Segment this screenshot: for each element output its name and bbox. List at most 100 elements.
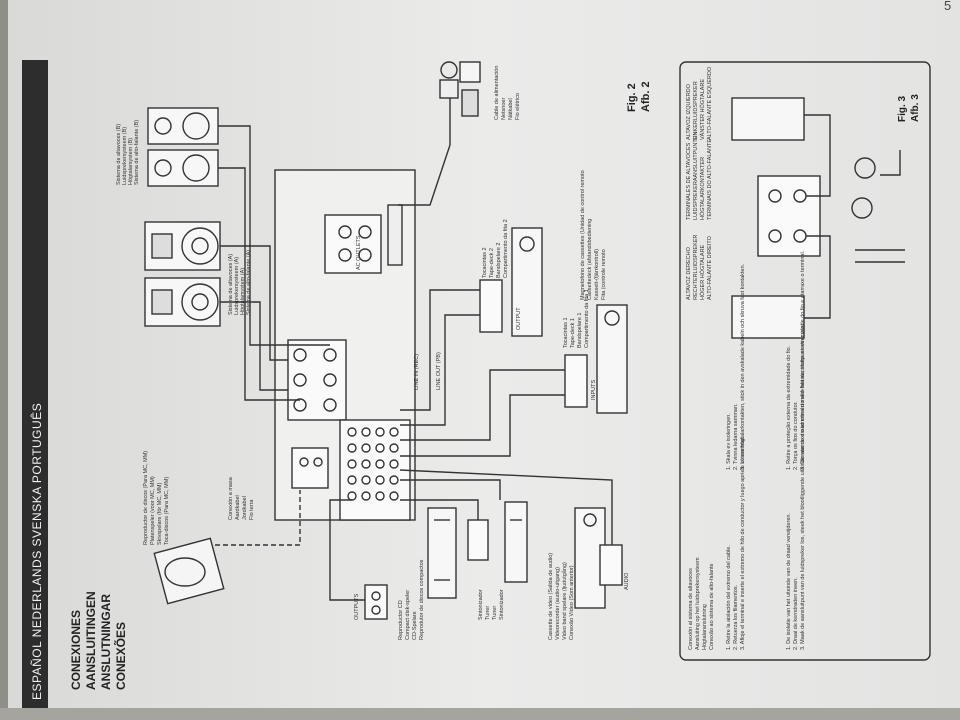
fig3-right-spk-3: ALTO-FALANTE DIREITO xyxy=(707,235,713,300)
tape-deck-1 xyxy=(400,304,628,457)
language-bar xyxy=(22,60,48,708)
figure-3-box xyxy=(679,61,931,661)
label-video-3: Conexão Vídeo (Som anterior) xyxy=(569,565,575,640)
paper-sheet xyxy=(8,0,960,708)
label-power-3: Fio elétrico xyxy=(515,93,521,120)
label-ac-outlets: AC OUTLETS xyxy=(356,235,362,270)
fig3-left-spk-1: LINKERLUIDSPREKER xyxy=(693,81,699,140)
label-tape1-0: Tocacintas 1 xyxy=(563,317,569,348)
label-tuner-2: Tuner xyxy=(492,606,498,620)
label-line-in-rec: LINE IN (REC) xyxy=(414,354,420,390)
label-cd-1: Compact disk-speler xyxy=(405,590,411,640)
fig3-col4-2: 3. Desatarraxe o terminal do alto-falant… xyxy=(800,250,806,470)
fig3-right-spk-2: HÖGER HÖGTALARE xyxy=(699,244,706,300)
label-video-1: Videorecorder (audio-uitgang) xyxy=(555,567,561,640)
input-jack-panel xyxy=(339,419,411,521)
label-turntable-2: Skivspelare (för MC, MM) xyxy=(157,482,163,545)
label-power-2: Nätkabel xyxy=(508,98,514,120)
fig3-col2-0: 1. De isolatie van het uiteinde van de d… xyxy=(786,513,792,650)
label-tape2-2: Bandspelare 2 xyxy=(496,243,502,278)
label-ground-0: Conexión a masa xyxy=(228,476,234,520)
fig3-texts: Conexión al sistema de altavoces Aanslui… xyxy=(686,66,806,650)
label-tape1-3: Compartimento da fita 1 xyxy=(584,289,590,348)
speaker-b-right xyxy=(147,107,219,145)
title-nl: AANSLUITINGEN xyxy=(84,591,98,690)
figure-3-drawing xyxy=(731,97,905,339)
label-video-2: Video band spelare (ljudutgång) xyxy=(561,562,568,640)
label-speakers-b-3: Sistema de alto-falante (B) xyxy=(134,120,140,185)
figure-2 xyxy=(144,61,628,620)
page-number: 5 xyxy=(944,0,951,13)
fig3-right-speaker xyxy=(731,97,805,141)
video-deck xyxy=(399,469,623,609)
fig3-heading-2: Högtalaranslutning xyxy=(702,604,708,650)
label-tape1-1: Tape-deck 1 xyxy=(570,318,576,348)
label-power-1: Netsnoer xyxy=(501,98,507,120)
label-turntable-3: Toca-discos (Para MC, MM) xyxy=(164,477,170,545)
title-es: CONEXIONES xyxy=(69,610,83,690)
fig3-left-speaker xyxy=(731,295,805,339)
phono-input-block xyxy=(291,447,329,489)
label-ground-3: Fio terra xyxy=(249,499,255,520)
fig3-col4-1: 2. Torça os fios do condutor. xyxy=(793,401,799,470)
fig3-col3-2: 3. Lossa högtalarkontakten, stick in den… xyxy=(740,263,746,470)
fig3-label: Fig. 3 xyxy=(897,95,908,122)
title-sv: ANSLUTNINGAR xyxy=(99,594,113,690)
fig2-labels: Reproductor de discos (Para MC, MM) Plat… xyxy=(116,66,630,640)
label-ground-1: Aardkabel xyxy=(235,495,241,520)
label-output: OUTPUT xyxy=(516,307,522,330)
fig3-left-spk-3: ALTO-FALANTE ESQUERDO xyxy=(707,66,713,140)
turntable xyxy=(153,490,301,605)
label-speakers-b-1: Luidsprekersysteem (B) xyxy=(122,127,128,185)
label-line-out-pb: LINE OUT (PB) xyxy=(436,352,442,390)
fig3-terminal-panel xyxy=(757,175,821,257)
label-power-0: Cable de alimentación xyxy=(494,66,500,120)
fig3-col1-0: 1. Retire la aislación del extremo del c… xyxy=(726,545,732,650)
power-plug xyxy=(398,61,481,206)
fig3-col2-2: 3. Maak de aansluitpunt van de luidsprek… xyxy=(800,322,806,650)
ac-outlets-block xyxy=(324,204,403,274)
fig3-col1-1: 2. Retuerza los filamentos. xyxy=(733,584,739,650)
title-pt: CONEXÕES xyxy=(113,622,128,690)
tape-deck-2 xyxy=(400,227,543,426)
label-cd-0: Reproductor CD xyxy=(398,600,404,640)
label-tape-control-0: Magnetofono de cassettes (Unidad de cont… xyxy=(580,170,586,300)
fig2-label-2: Afb. 2 xyxy=(640,81,652,112)
fig3-term-0: TERMINALES DE ALTAVOCES xyxy=(686,142,692,220)
label-cd-3: Reprodutor de discos compactos xyxy=(419,559,425,640)
table-edge xyxy=(0,0,8,720)
fig3-term-3: TERMINAIS DO ALTO-FALANTE xyxy=(707,139,713,220)
fig3-term-1: LUIDSPREKERAANSLUITPUNTEN xyxy=(693,132,699,220)
cd-player xyxy=(400,499,489,599)
label-inputs: INPUTS xyxy=(591,380,597,401)
label-tuner-3: Sintonizador xyxy=(499,589,505,620)
label-tape-control-2: Kassett-(fjärrkontroll) xyxy=(594,249,600,300)
speaker-b-left xyxy=(147,149,219,187)
turntable-outputs xyxy=(329,499,388,620)
label-speakers-a-3: Sistema de alto-falante (A) xyxy=(246,250,252,315)
fig3-left-spk-0: ALTAVOZ IZQUIERDO xyxy=(686,83,692,140)
tuner xyxy=(400,479,528,583)
label-ground-2: Jordkabel xyxy=(242,496,248,520)
label-tape2-1: Tape-deck 2 xyxy=(489,248,495,278)
fig3-col1-2: 3. Afloje el terminal e inserte el extre… xyxy=(740,436,746,650)
label-outputs: OUTPUTS xyxy=(354,593,360,620)
fig3-label-2: Afb. 3 xyxy=(910,94,921,122)
label-video-0: Cassette de video (Salida de audio) xyxy=(548,553,554,640)
label-tape-control-3: Fita (controle remoto xyxy=(601,249,607,300)
label-turntable-1: Platenspeler (voor MC, MM) xyxy=(150,476,156,545)
table-bottom xyxy=(0,708,960,720)
label-speakers-a-1: Luidsprekersysteem (A) xyxy=(234,257,240,315)
label-tape1-2: Bandspelare 1 xyxy=(577,313,583,348)
fig3-term-2: HÖGTALARKONTAKTER xyxy=(699,157,706,220)
fig3-right-spk-1: RECHTERLUIDSPREKER xyxy=(693,235,699,300)
fig3-heading-1: Aansluiting op het luidsprekersysteem xyxy=(695,557,701,650)
speaker-a-left xyxy=(144,277,221,327)
label-cd-2: CD-Spelare xyxy=(412,611,418,640)
fig3-right-spk-0: ALTAVOZ DERECHO xyxy=(686,246,692,300)
fig2-label: Fig. 2 xyxy=(626,83,638,112)
label-tape2-3: Compartimento da fita 2 xyxy=(503,219,509,278)
fig3-col3-0: 1. Skala ev isoleringen. xyxy=(726,413,732,470)
language-bar-text: ESPAÑOL NEDERLANDS SVENSKA PORTUGUÊS xyxy=(29,403,44,700)
